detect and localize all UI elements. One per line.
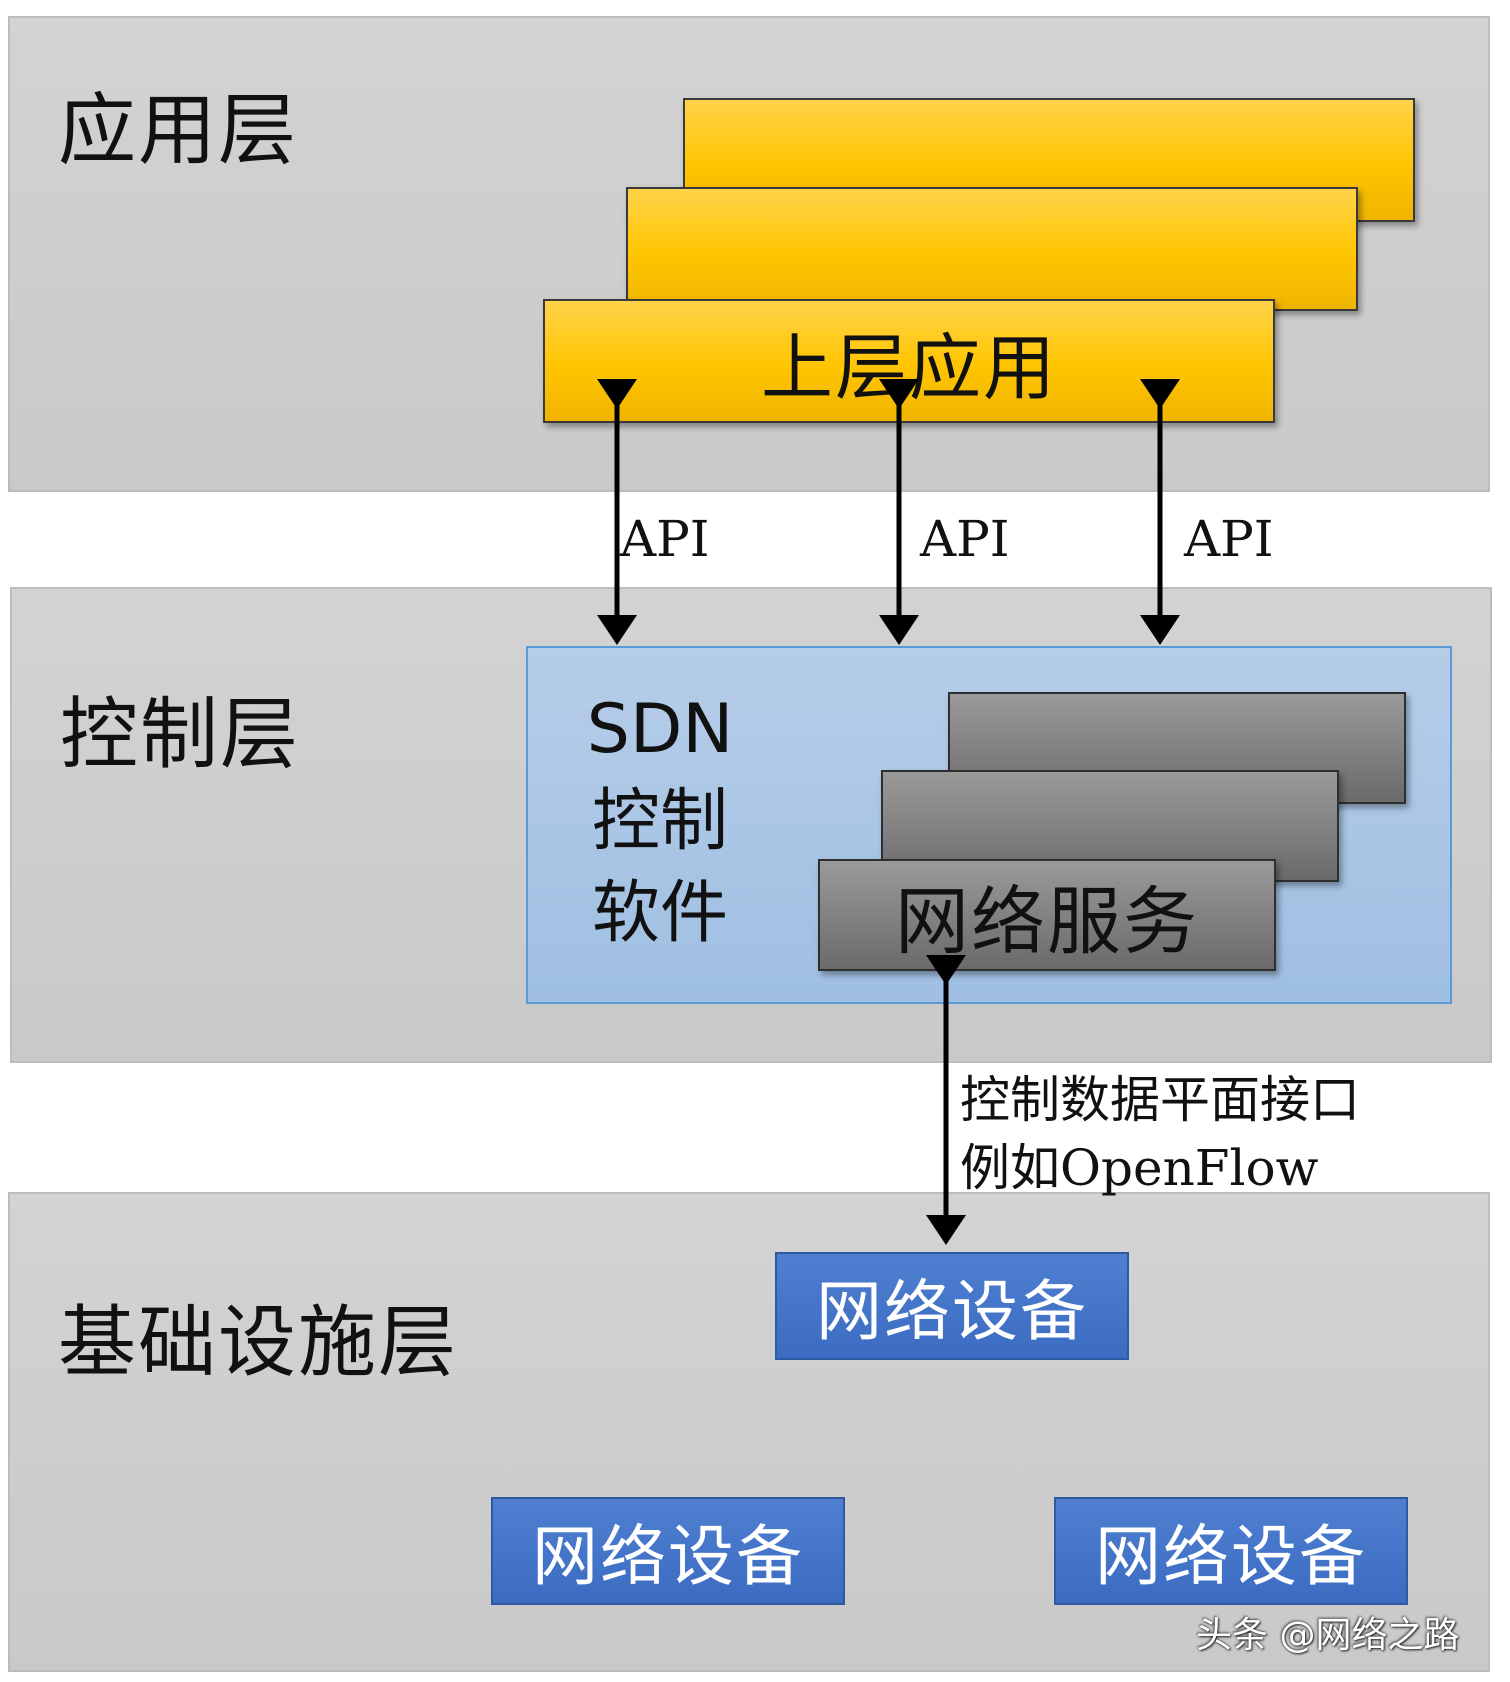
api-label-2: API <box>920 510 1010 568</box>
network-device-right: 网络设备 <box>1054 1497 1408 1605</box>
southbound-interface-label: 控制数据平面接口 例如OpenFlow <box>960 1066 1360 1202</box>
application-layer-title: 应用层 <box>58 86 299 176</box>
sdn-label: SDN <box>586 690 734 769</box>
southbound-line-1: 控制数据平面接口 <box>960 1071 1360 1129</box>
network-device-top: 网络设备 <box>775 1252 1129 1360</box>
infrastructure-layer-title: 基础设施层 <box>58 1298 459 1388</box>
southbound-line-2: 例如OpenFlow <box>960 1139 1319 1197</box>
network-device-left: 网络设备 <box>491 1497 845 1605</box>
control-label: 控制 <box>591 782 728 861</box>
software-label: 软件 <box>591 874 728 953</box>
watermark: 头条 @网络之路 <box>1196 1615 1460 1656</box>
api-label-3: API <box>1184 510 1274 568</box>
sdn-control-software-label: SDN 控制 软件 <box>560 684 760 960</box>
network-service-box: 网络服务 <box>818 859 1276 971</box>
network-service-label: 网络服务 <box>895 878 1199 965</box>
control-layer-title: 控制层 <box>60 690 301 780</box>
